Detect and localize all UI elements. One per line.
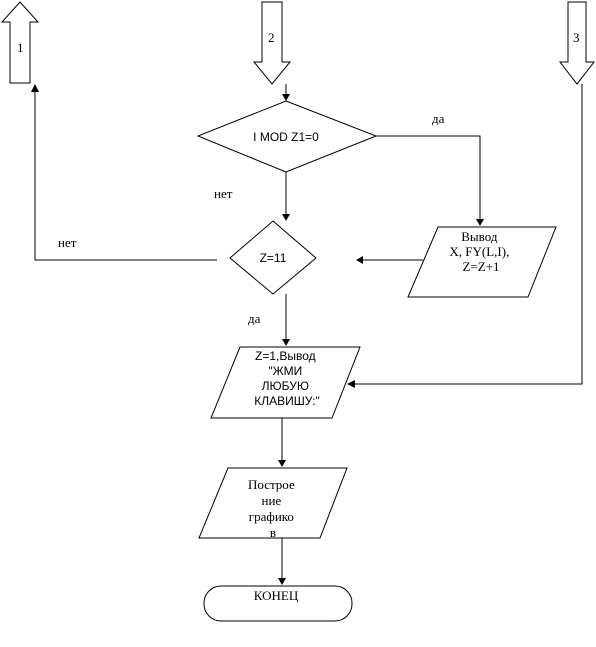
z-yes-label: да [248, 311, 261, 326]
decision-mod-text: I MOD Z1=0 [253, 130, 319, 144]
flow-line-c2-to-mod [282, 84, 290, 101]
flow-line-c3 [347, 84, 583, 388]
connector-1-arrow: 1 [0, 1, 40, 84]
flow-line-plot-to-end [278, 538, 286, 585]
connector-2-label: 2 [268, 30, 275, 45]
connector-3-label: 3 [573, 30, 580, 45]
end-terminator: КОНЕЦ [203, 585, 353, 622]
output-xfy-text: Вывод X, FY(L,I), Z=Z+1 [449, 229, 512, 274]
connector-3-arrow: 3 [558, 1, 596, 85]
flow-line-mod-yes [376, 135, 484, 226]
end-terminator-text: КОНЕЦ [254, 588, 299, 603]
connector-2-arrow: 2 [252, 1, 292, 85]
flow-line-mod-no [282, 172, 290, 221]
flow-line-z-yes [282, 294, 290, 346]
decision-mod: I MOD Z1=0 [196, 100, 378, 173]
output-xfy: Вывод X, FY(L,I), Z=Z+1 [407, 226, 557, 298]
flow-line-output-to-z [356, 256, 423, 264]
connector-1-label: 1 [17, 40, 24, 55]
output-press-key-text: Z=1,Вывод "ЖМИ ЛЮБУЮ КЛАВИШУ:" [254, 349, 319, 408]
z-no-label: нет [58, 235, 77, 250]
decision-z: Z=11 [229, 220, 317, 295]
output-press-key: Z=1,Вывод "ЖМИ ЛЮБУЮ КЛАВИШУ:" [210, 346, 361, 419]
plot-block-text: Построе ние графико в [248, 477, 298, 540]
flow-line-z-no [31, 84, 217, 261]
mod-yes-label: да [432, 111, 445, 126]
mod-no-label: нет [214, 186, 233, 201]
decision-z-text: Z=11 [260, 251, 287, 265]
flow-line-press-to-plot [278, 418, 286, 467]
plot-block: Построе ние графико в [198, 467, 348, 540]
